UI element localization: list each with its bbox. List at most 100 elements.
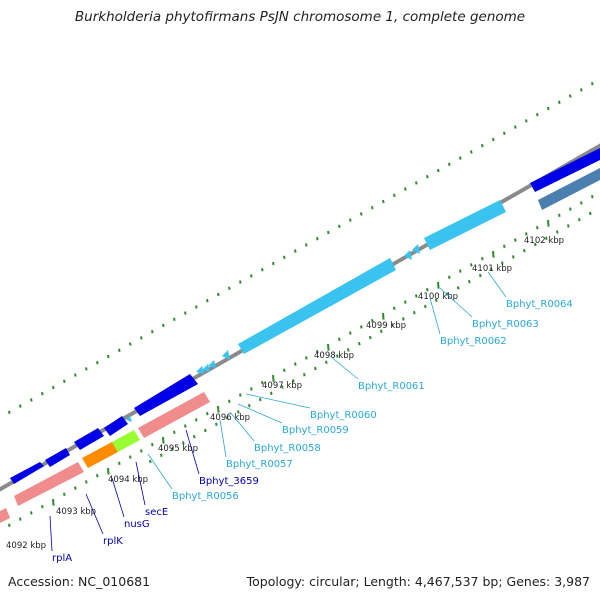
tick-mark [514, 125, 517, 129]
gene-steelblue[interactable] [538, 168, 600, 210]
tick-mark [294, 249, 297, 253]
tick-mark [151, 330, 154, 334]
tick-mark [107, 354, 110, 359]
label-leaders [49, 271, 507, 552]
gene-label[interactable]: Bphyt_R0056 [172, 491, 239, 502]
trna-arrow[interactable] [196, 366, 204, 374]
tick-mark [292, 379, 295, 383]
trna-arrow[interactable] [222, 350, 230, 360]
gene-label[interactable]: Bphyt_3659 [199, 476, 259, 487]
gene-label[interactable]: nusG [124, 519, 150, 530]
gene-salmon[interactable] [14, 462, 84, 506]
gene-arrow-blue[interactable] [45, 448, 70, 467]
gene-arrow-blue[interactable] [530, 148, 600, 192]
tick-mark [402, 317, 405, 321]
rrna-arrow[interactable] [126, 416, 132, 422]
gene-arrow-blue[interactable] [74, 428, 104, 450]
tick-mark [52, 385, 55, 390]
ruler-label: 4101 kbp [472, 264, 512, 274]
tick-mark [580, 88, 583, 92]
tick-mark [41, 505, 44, 509]
gene-label[interactable]: rplA [52, 553, 72, 564]
tick-mark [63, 492, 66, 496]
gene-orange[interactable] [82, 442, 118, 468]
tick-mark [391, 323, 394, 327]
tick-mark [547, 106, 550, 111]
tick-mark [490, 267, 493, 271]
tick-mark [470, 263, 473, 267]
tick-mark [569, 207, 572, 211]
tick-mark [536, 113, 539, 117]
trna-arrow[interactable] [412, 244, 420, 254]
tick-mark [129, 342, 132, 346]
gene-label[interactable]: Bphyt_R0057 [226, 459, 293, 470]
gene-label[interactable]: Bphyt_R0059 [282, 425, 349, 436]
tick-mark [558, 100, 561, 104]
tick-mark [426, 175, 429, 179]
leader-line [245, 393, 311, 409]
tick-mark [556, 230, 559, 234]
gene-label[interactable]: Bphyt_R0058 [254, 443, 321, 454]
leader-line [111, 477, 125, 518]
tick-mark [283, 368, 286, 372]
tick-mark [459, 269, 462, 273]
tick-mark [415, 181, 418, 185]
tick-mark [437, 168, 440, 173]
leader-line [135, 461, 146, 506]
leader-line [147, 453, 173, 490]
tick-mark [371, 319, 374, 323]
gene-salmon[interactable] [138, 392, 210, 438]
gene-label[interactable]: rplK [103, 536, 123, 547]
tick-mark [578, 218, 581, 222]
gene-label[interactable]: Bphyt_R0062 [440, 336, 507, 347]
tick-mark [338, 224, 341, 228]
tick-mark [261, 381, 264, 385]
tick-mark [448, 275, 451, 279]
tick-mark [580, 201, 583, 205]
tick-mark [492, 250, 495, 258]
tick-mark [413, 311, 416, 315]
tick-mark [591, 195, 594, 199]
tick-mark [569, 94, 572, 98]
gene-salmon[interactable] [0, 508, 10, 528]
leader-line [487, 271, 507, 298]
tick-mark [74, 373, 77, 377]
gene-label[interactable]: secE [145, 507, 168, 518]
ruler-label: 4093 kbp [56, 507, 96, 517]
tick-mark [281, 385, 284, 389]
trna-arrow[interactable] [404, 250, 412, 260]
ruler-label: 4094 kbp [108, 475, 148, 485]
gene-arrow-blue[interactable] [134, 374, 198, 416]
gene-label[interactable]: Bphyt_R0061 [358, 381, 425, 392]
ruler-label: 4096 kbp [210, 413, 250, 423]
tick-mark [30, 398, 33, 402]
gene-label[interactable]: Bphyt_R0063 [472, 319, 539, 330]
tick-mark [184, 424, 187, 428]
trna-arrow[interactable] [208, 360, 216, 368]
tick-mark [149, 459, 152, 464]
gene-arrow-blue[interactable] [104, 416, 128, 436]
tick-mark [162, 323, 165, 328]
tick-mark [96, 361, 99, 365]
gene-label[interactable]: Bphyt_R0060 [310, 410, 377, 421]
tick-mark [8, 523, 11, 527]
gene-label[interactable]: Bphyt_R0064 [506, 299, 573, 310]
tick-mark [349, 218, 352, 222]
leader-line [429, 297, 441, 335]
tick-mark [283, 255, 286, 259]
features[interactable] [0, 148, 600, 528]
rrna-arrow[interactable] [238, 258, 396, 354]
tick-mark [140, 336, 143, 340]
leader-line [85, 493, 104, 535]
tick-mark [204, 428, 207, 433]
gene-green[interactable] [112, 430, 140, 452]
tick-mark [360, 212, 363, 216]
tick-mark [118, 461, 121, 465]
rrna-arrow[interactable] [424, 200, 506, 250]
tick-mark [74, 486, 77, 490]
leader-line [49, 515, 53, 552]
tick-mark [545, 236, 548, 240]
tick-mark [107, 467, 110, 475]
gene-arrow-blue[interactable] [10, 462, 44, 484]
